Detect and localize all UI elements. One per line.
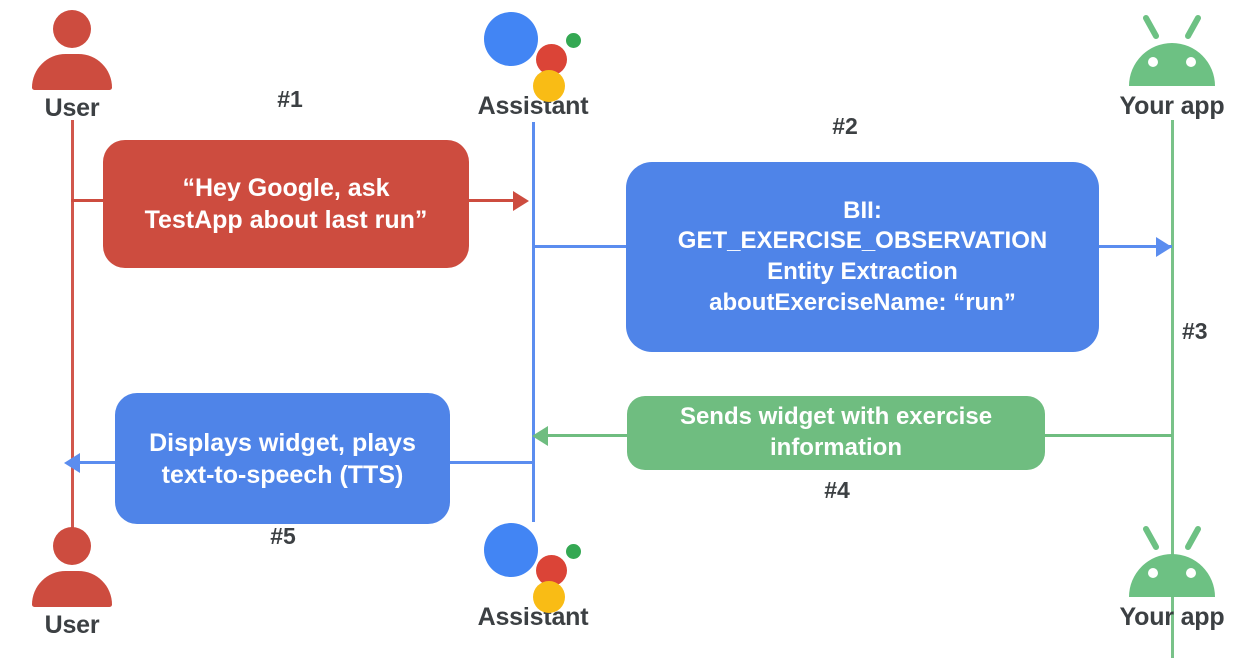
android-robot-svg (1129, 526, 1215, 597)
user-head-shape (53, 527, 91, 565)
message-line: Entity Extraction (767, 258, 958, 285)
step-number-1: #1 (277, 86, 303, 112)
user-head-shape (53, 10, 91, 48)
user-person-icon (30, 10, 114, 90)
user-body-shape (32, 54, 112, 90)
actor-label-your-app-bottom: Your app (1119, 603, 1225, 631)
step-number-2: #2 (832, 113, 858, 139)
actor-assistant-top: Assistant (458, 8, 608, 119)
android-robot-icon (1117, 523, 1227, 601)
actor-label-assistant-bottom: Assistant (477, 603, 589, 631)
arrowhead-step-5 (64, 453, 80, 473)
android-robot-icon (1117, 12, 1227, 90)
message-box-step-2[interactable]: BII: GET_EXERCISE_OBSERVATION Entity Ext… (626, 162, 1099, 352)
message-box-step-4[interactable]: Sends widget with exercise information (627, 396, 1045, 470)
message-line: TestApp about last run” (144, 206, 428, 234)
message-line: information (769, 434, 902, 461)
actor-label-your-app-top: Your app (1119, 92, 1225, 120)
message-line: aboutExerciseName: “run” (709, 288, 1016, 316)
arrowhead-step-2 (1156, 237, 1172, 257)
assistant-red-dot (536, 44, 567, 75)
user-body-shape (32, 571, 112, 607)
lifeline-your-app (1171, 120, 1174, 658)
lifeline-assistant (532, 122, 535, 522)
message-line: BII: (843, 196, 882, 224)
lifeline-user (71, 120, 74, 534)
actor-assistant-bottom: Assistant (458, 519, 608, 630)
message-line: text-to-speech (TTS) (161, 460, 404, 489)
assistant-green-dot (566, 33, 581, 48)
assistant-blue-dot (484, 523, 538, 577)
assistant-red-dot (536, 555, 567, 586)
arrowhead-step-4 (532, 426, 548, 446)
actor-user-top: User (0, 10, 147, 121)
actor-label-user-bottom: User (44, 611, 100, 639)
actor-your-app-top: Your app (1097, 12, 1244, 119)
step-number-5: #5 (270, 523, 296, 549)
message-box-step-5[interactable]: Displays widget, plays text-to-speech (T… (115, 393, 450, 524)
google-assistant-icon (478, 8, 588, 102)
message-line: Displays widget, plays (149, 428, 416, 457)
actor-your-app-bottom: Your app (1097, 523, 1244, 630)
android-robot-svg (1129, 15, 1215, 86)
step-number-4: #4 (824, 477, 850, 503)
assistant-yellow-dot (533, 70, 565, 102)
message-line: GET_EXERCISE_OBSERVATION (677, 227, 1048, 255)
user-person-icon (30, 527, 114, 607)
assistant-green-dot (566, 544, 581, 559)
actor-user-bottom: User (0, 527, 147, 638)
google-assistant-icon (478, 519, 588, 613)
assistant-yellow-dot (533, 581, 565, 613)
assistant-blue-dot (484, 12, 538, 66)
arrowhead-step-1 (513, 191, 529, 211)
message-box-step-1[interactable]: “Hey Google, ask TestApp about last run” (103, 140, 469, 268)
message-line: Sends widget with exercise (679, 403, 993, 431)
actor-label-assistant-top: Assistant (477, 92, 589, 120)
actor-label-user-top: User (44, 94, 100, 122)
message-line: “Hey Google, ask (182, 174, 390, 202)
step-number-3: #3 (1182, 318, 1208, 344)
